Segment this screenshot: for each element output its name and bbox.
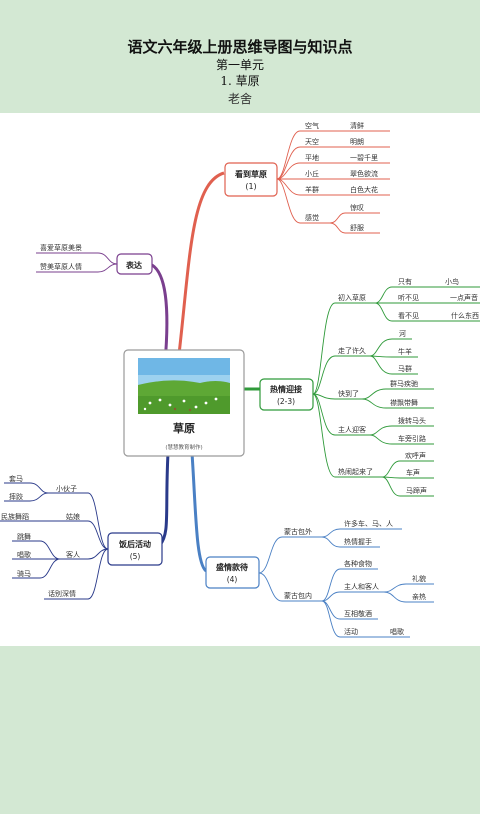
branch-fh: 饭后活动 (5) 小伙子 套马 摔跤 姑娘 民族舞蹈 客人 跳舞 唱歌 骑马 话… <box>0 474 163 600</box>
kan-feel-1: 舒服 <box>350 223 364 232</box>
fh-xhz-1: 摔跤 <box>9 492 23 501</box>
node-kan-label: 看到草原 <box>234 169 267 179</box>
sq-in-hostguest: 主人和客人 <box>344 582 379 591</box>
sq-in-toast: 互相敬酒 <box>344 609 372 618</box>
fh-xhz-key: 小伙子 <box>56 484 77 493</box>
author: 老舍 <box>227 92 252 106</box>
kan-feel-key: 感觉 <box>305 213 319 222</box>
kan-key-3: 小丘 <box>305 169 319 178</box>
unit-title: 第一单元 <box>215 58 264 72</box>
sq-in-act-item: 唱歌 <box>390 627 404 636</box>
biao-item-0: 喜爱草原美景 <box>40 243 82 252</box>
kan-val-3: 翠色欲流 <box>350 169 378 178</box>
rq-start-a1: 听不见 <box>398 293 419 302</box>
rq-start-b1: 一点声音 <box>450 293 478 302</box>
center-caption: (慧慧教育制作) <box>165 443 202 451</box>
branch-biao: 表达 喜爱草原美景 赞美草原人情 <box>36 243 153 275</box>
kan-val-1: 明朗 <box>350 137 364 146</box>
sq-out-0: 许多车、马、人 <box>344 519 393 528</box>
sq-in-key: 蒙古包内 <box>284 591 312 600</box>
rq-host-0: 拨转马头 <box>398 416 426 425</box>
branch-rq: 热情迎接 (2-3) 初入草原 只有 小鸟 听不见 <box>259 277 480 497</box>
fh-kr-2: 骑马 <box>17 569 31 578</box>
mind-map: 草原 (慧慧教育制作) 看到草原 (1) 空气 清鲜 天空 明朗 平地 一碧千里… <box>0 113 480 646</box>
branch-line-kan <box>176 171 225 364</box>
rq-host-1: 车旁引路 <box>398 434 426 443</box>
kan-key-4: 羊群 <box>305 185 319 194</box>
biao-item-1: 赞美草原人情 <box>40 262 82 271</box>
kan-key-2: 平地 <box>305 153 319 162</box>
rq-hot-key: 热闹起来了 <box>338 467 373 476</box>
rq-walk-1: 牛羊 <box>398 347 412 356</box>
rq-walk-0: 河 <box>399 330 406 338</box>
fh-xhz-0: 套马 <box>9 474 23 483</box>
kan-key-1: 天空 <box>305 137 319 146</box>
sq-in-hg-1: 亲热 <box>412 592 426 601</box>
rq-start-b0: 小鸟 <box>445 277 459 286</box>
node-rq <box>259 378 314 411</box>
branch-kan: 看到草原 (1) 空气 清鲜 天空 明朗 平地 一碧千里 小丘 翠色欲流 羊群 … <box>224 121 390 234</box>
branch-line-biao <box>151 263 169 364</box>
branch-line-sq <box>190 452 208 573</box>
node-kan-num: (1) <box>245 182 256 191</box>
node-rq-num: (2-3) <box>277 397 295 406</box>
node-biao-label: 表达 <box>125 260 142 270</box>
rq-hot-0: 欢呼声 <box>405 451 426 460</box>
page-title: 语文六年级上册思维导图与知识点 <box>127 38 353 56</box>
node-kan <box>224 162 278 197</box>
kan-key-0: 空气 <box>305 121 319 130</box>
center-node: 草原 (慧慧教育制作) <box>123 349 245 457</box>
sq-in-food: 各种食物 <box>344 559 372 568</box>
lesson-title: 1. 草原 <box>220 74 260 88</box>
rq-hot-2: 马蹄声 <box>406 486 427 495</box>
node-sq-label: 盛情款待 <box>216 562 248 572</box>
rq-fast-1: 襟飘带舞 <box>390 398 418 407</box>
fh-kr-0: 跳舞 <box>17 532 31 541</box>
rq-fast-0: 群马疾驰 <box>390 379 418 388</box>
fh-kr-1: 唱歌 <box>17 550 31 559</box>
node-fh-num: (5) <box>130 552 141 561</box>
rq-hot-1: 车声 <box>406 468 420 477</box>
rq-start-b2: 什么东西 <box>451 311 479 320</box>
kan-val-2: 一碧千里 <box>350 153 378 162</box>
rq-fast-key: 快到了 <box>338 389 359 398</box>
rq-start-a0: 只有 <box>398 277 412 286</box>
rq-host-key: 主人迎客 <box>338 425 366 434</box>
branch-sq: 盛情款待 (4) 蒙古包外 许多车、马、人 热情握手 蒙古包内 各种食物 主人和… <box>205 519 434 638</box>
node-sq-num: (4) <box>227 575 238 584</box>
kan-feel-0: 惊叹 <box>350 203 364 212</box>
node-fh-label: 饭后活动 <box>118 539 151 549</box>
header: 语文六年级上册思维导图与知识点 第一单元 1. 草原 老舍 <box>0 0 480 112</box>
sq-out-key: 蒙古包外 <box>284 527 312 536</box>
kan-val-4: 白色大花 <box>350 185 378 194</box>
sq-in-hg-0: 礼貌 <box>412 574 426 583</box>
fh-bye: 话别深情 <box>48 589 76 598</box>
sq-out-1: 热情握手 <box>344 537 372 546</box>
node-rq-label: 热情迎接 <box>270 384 302 394</box>
mind-map-canvas: 草原 (慧慧教育制作) 看到草原 (1) 空气 清鲜 天空 明朗 平地 一碧千里… <box>0 121 480 638</box>
node-sq <box>205 556 260 589</box>
fh-gn-0: 民族舞蹈 <box>1 512 29 521</box>
center-title: 草原 <box>173 421 195 435</box>
branch-line-fh <box>158 452 170 546</box>
rq-start-a2: 看不见 <box>398 312 419 320</box>
rq-start-key: 初入草原 <box>338 293 366 302</box>
fh-gn-key: 姑娘 <box>66 512 80 521</box>
rq-walk-2: 马群 <box>398 364 412 373</box>
sq-in-act: 活动 <box>344 627 358 636</box>
grassland-image <box>138 358 230 414</box>
rq-walk-key: 走了许久 <box>338 346 366 355</box>
fh-kr-key: 客人 <box>66 550 80 559</box>
kan-val-0: 清鲜 <box>350 121 364 130</box>
